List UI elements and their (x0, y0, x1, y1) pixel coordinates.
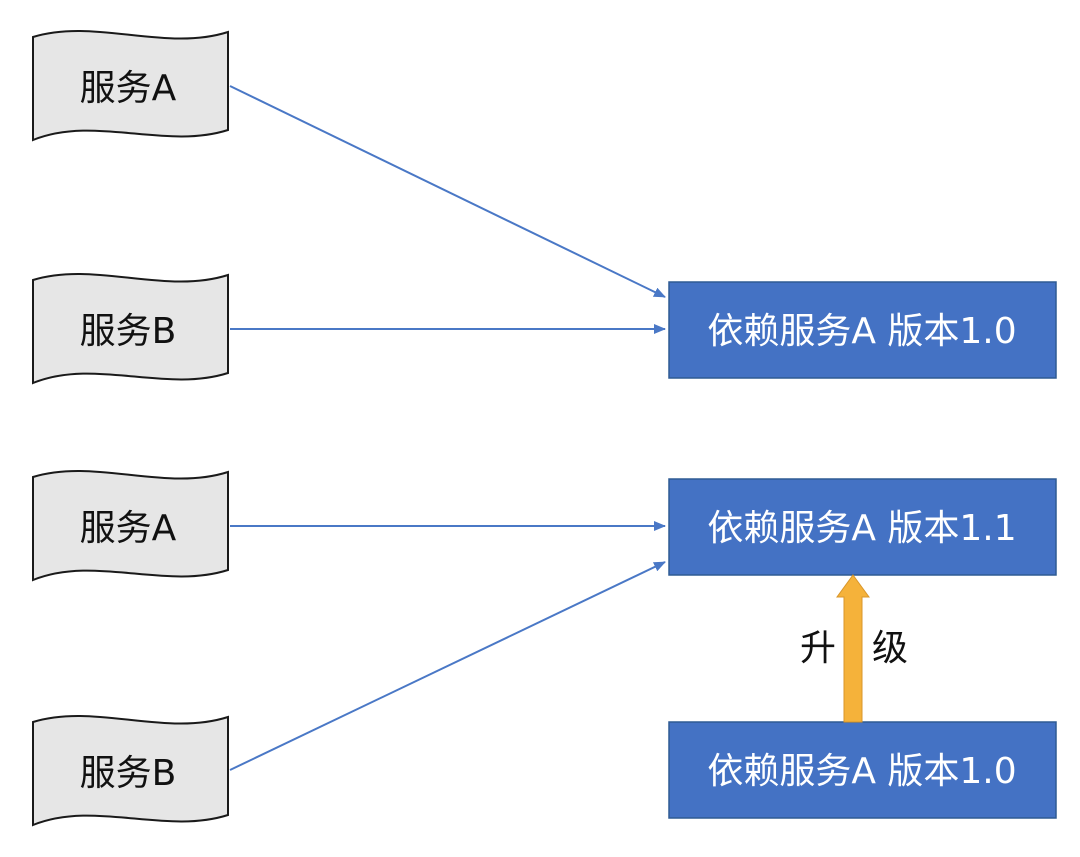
connector-service-b-bottom-to-box-v1-1 (229, 561, 666, 771)
service-node-b-top: 服务B (32, 273, 229, 385)
arrow-up-icon (836, 574, 870, 723)
box-label: 依赖服务A 版本1.0 (707, 311, 1016, 352)
box-label: 依赖服务A 版本1.0 (707, 751, 1016, 792)
upgrade-label-right: 级 (872, 628, 908, 669)
box-background (668, 721, 1057, 819)
upgrade-arrow: 升 级 (800, 574, 908, 723)
service-node-a-bottom: 服务A (32, 470, 229, 582)
service-node-a-top: 服务A (32, 30, 229, 142)
connectors (229, 85, 666, 771)
upgrade-label-left: 升 (800, 628, 836, 669)
service-label: 服务B (80, 311, 177, 352)
document-icon (32, 273, 229, 385)
document-icon (32, 715, 229, 827)
service-label: 服务A (80, 508, 177, 549)
box-label: 依赖服务A 版本1.1 (707, 508, 1016, 549)
connector-service-a-top-to-box-v1-0 (229, 85, 666, 298)
box-background (668, 478, 1057, 576)
document-icon (32, 30, 229, 142)
service-label: 服务A (80, 68, 177, 109)
service-label: 服务B (80, 753, 177, 794)
dependency-box-v1-1: 依赖服务A 版本1.1 (668, 478, 1057, 576)
box-background (668, 281, 1057, 379)
dependency-box-v1-0-bottom: 依赖服务A 版本1.0 (668, 721, 1057, 819)
service-node-b-bottom: 服务B (32, 715, 229, 827)
document-icon (32, 470, 229, 582)
dependency-box-v1-0-top: 依赖服务A 版本1.0 (668, 281, 1057, 379)
